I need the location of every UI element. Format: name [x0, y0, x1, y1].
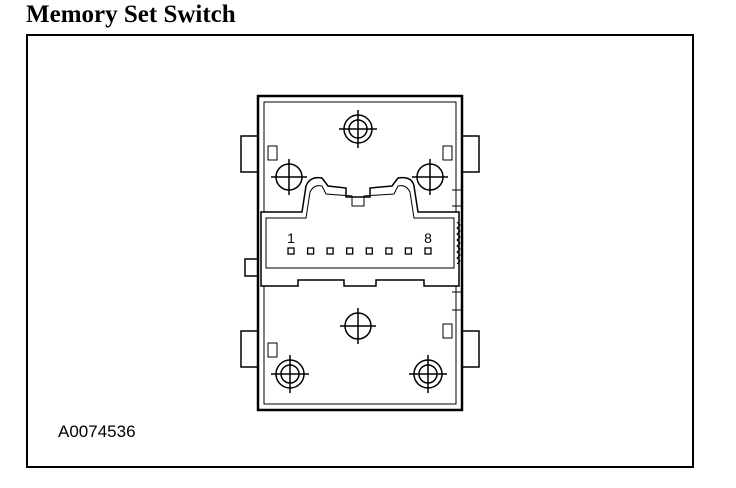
connector-pin: [326, 247, 334, 255]
connector-pin: [385, 247, 393, 255]
connector-pins: [287, 247, 432, 255]
pin-label-last: 8: [424, 230, 432, 246]
pin-label-first: 1: [287, 230, 295, 246]
connector-pin: [365, 247, 373, 255]
side-clips: [240, 135, 480, 368]
figure-id: A0074536: [58, 422, 136, 441]
connector-shroud: [260, 176, 461, 287]
connector-pin: [306, 247, 315, 255]
figure-frame: [26, 34, 694, 468]
connector-pin: [424, 247, 432, 255]
connector-pin: [346, 247, 354, 255]
connector-pin: [404, 247, 413, 255]
connector-pin: [287, 247, 295, 255]
page-title: Memory Set Switch: [26, 1, 236, 28]
